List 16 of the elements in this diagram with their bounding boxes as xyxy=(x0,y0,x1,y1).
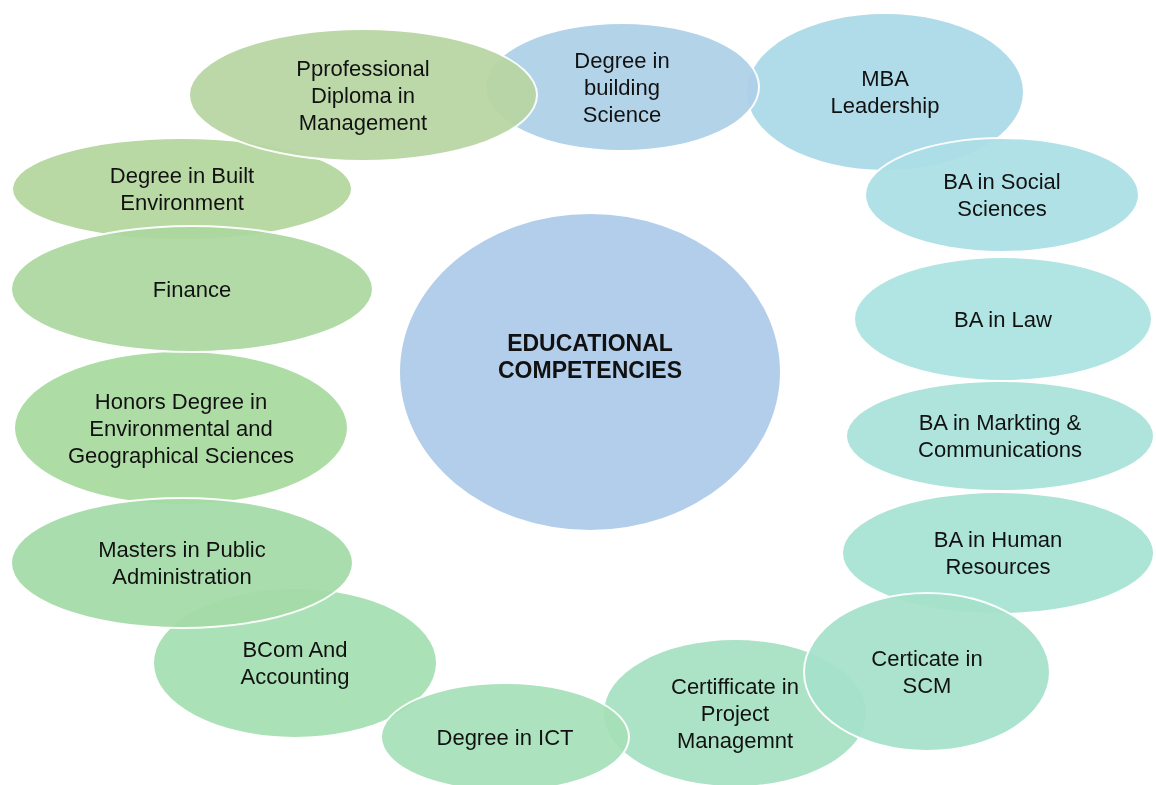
node-label: Masters in Public Administration xyxy=(97,536,267,590)
node-label: Degree in ICT xyxy=(436,723,574,751)
node-label: Pprofessional Diploma in Management xyxy=(295,54,431,136)
node-label: MBA Leadership xyxy=(829,65,941,119)
node-label: BA in Social Sciences xyxy=(942,168,1062,222)
node-label: Honors Degree in Environmental and Geographical Sciences xyxy=(66,387,296,469)
node-label: EDUCATIONAL COMPETENCIES xyxy=(497,330,683,384)
node-label: Certicate in SCM xyxy=(870,645,984,699)
node-label: BA in Markting & Communications xyxy=(917,409,1083,463)
node-label: BCom And Accounting xyxy=(239,636,351,690)
node-label: Finance xyxy=(152,275,232,303)
node-label: Degree in building Science xyxy=(573,46,671,128)
node-label: Certifficate in Project Managemnt xyxy=(670,672,800,754)
node-label: BA in Law xyxy=(954,305,1052,333)
node-label: Degree in Built Environment xyxy=(108,162,256,216)
node-label: BA in Human Resources xyxy=(932,526,1064,580)
